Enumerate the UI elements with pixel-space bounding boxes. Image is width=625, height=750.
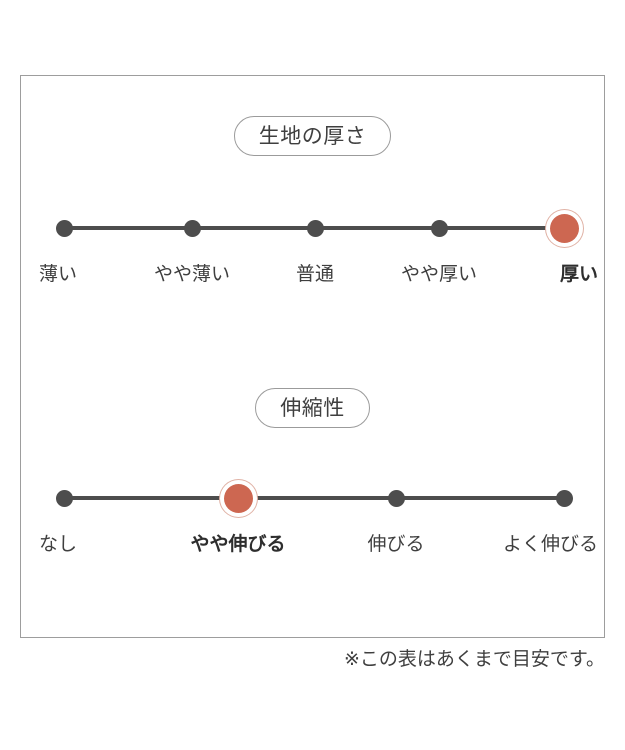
scale-dot-stretch-0 — [55, 489, 73, 507]
fabric-spec-card: 生地の厚さ 薄い やや薄い 普通 やや厚い 厚い 伸縮性 なし やや伸びる 伸びる よく伸びる — [20, 75, 605, 638]
badge-row-stretch: 伸縮性 — [21, 388, 604, 428]
scale-dot-thickness-2 — [306, 219, 324, 237]
scale-dot-thickness-3 — [430, 219, 448, 237]
scale-track-thickness — [21, 206, 604, 250]
scale-dot-stretch-3 — [555, 489, 573, 507]
scale-dot-thickness-4 — [549, 213, 579, 243]
scale-dot-stretch-1 — [223, 483, 253, 513]
scale-label-thickness-0: 薄い — [39, 263, 78, 285]
scale-label-thickness-2: 普通 — [295, 263, 335, 285]
scale-label-stretch-3: よく伸びる — [502, 533, 598, 555]
badge-thickness: 生地の厚さ — [233, 116, 392, 156]
scale-dot-thickness-0 — [55, 219, 73, 237]
scale-label-stretch-1: やや伸びる — [190, 533, 286, 555]
scale-dot-stretch-2 — [387, 489, 405, 507]
badge-stretch: 伸縮性 — [255, 388, 370, 428]
scale-label-stretch-2: 伸びる — [367, 533, 425, 555]
scale-track-stretch — [21, 476, 604, 520]
scale-label-stretch-0: なし — [39, 533, 78, 555]
badge-row-thickness: 生地の厚さ — [21, 116, 604, 156]
scale-labels-stretch: なし やや伸びる 伸びる よく伸びる — [21, 530, 604, 560]
footnote-disclaimer: ※この表はあくまで目安です。 — [343, 648, 605, 670]
scale-label-thickness-1: やや薄い — [153, 263, 231, 285]
scale-block-stretch: 伸縮性 なし やや伸びる 伸びる よく伸びる — [21, 388, 604, 560]
track-line-stretch — [64, 496, 564, 500]
scale-label-thickness-4: 厚い — [559, 263, 598, 285]
scale-label-thickness-3: やや厚い — [400, 263, 478, 285]
scale-dot-thickness-1 — [183, 219, 201, 237]
scale-labels-thickness: 薄い やや薄い 普通 やや厚い 厚い — [21, 260, 604, 290]
scale-block-thickness: 生地の厚さ 薄い やや薄い 普通 やや厚い 厚い — [21, 116, 604, 290]
